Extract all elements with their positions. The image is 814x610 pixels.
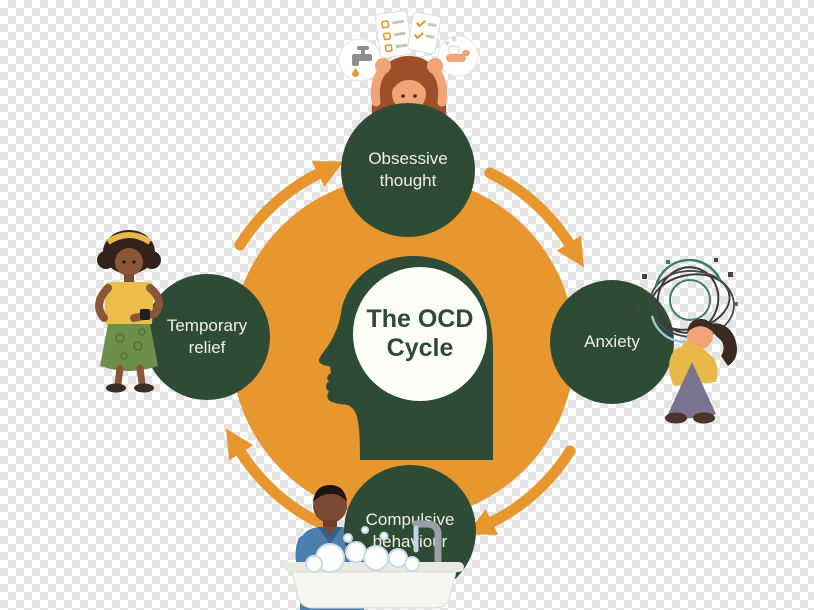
center-title-line2: Cycle [386, 334, 454, 362]
sink-illustration [284, 520, 464, 609]
checklist-icon [374, 10, 442, 59]
faucet-icon [338, 38, 382, 82]
node-anxiety: Anxiety [550, 280, 674, 404]
arrow-bottom-to-left [226, 428, 326, 529]
woman-checking-watch-illustration [95, 230, 163, 393]
node-temporary-relief-label: Temporary relief [166, 315, 248, 357]
arrow-top-to-right [484, 167, 584, 268]
woman-checking-watch [95, 230, 163, 393]
soap-hand-icon [437, 35, 479, 77]
sink [284, 520, 464, 609]
node-obsessive-thought-label: Obsessive thought [368, 148, 448, 190]
anxious-person-illustration [636, 258, 738, 424]
center-title-line1: The OCD [366, 304, 474, 333]
center-title-circle: The OCD Cycle [353, 267, 487, 401]
anxious-person [665, 318, 737, 424]
soap-bubbles [305, 526, 420, 573]
wrist-watch [140, 309, 150, 320]
node-temporary-relief: Temporary relief [144, 274, 270, 400]
node-anxiety-label: Anxiety [584, 331, 640, 351]
node-obsessive-thought: Obsessive thought [341, 103, 475, 237]
arrow-left-to-top [234, 161, 344, 251]
arrow-right-to-bottom [466, 445, 576, 535]
